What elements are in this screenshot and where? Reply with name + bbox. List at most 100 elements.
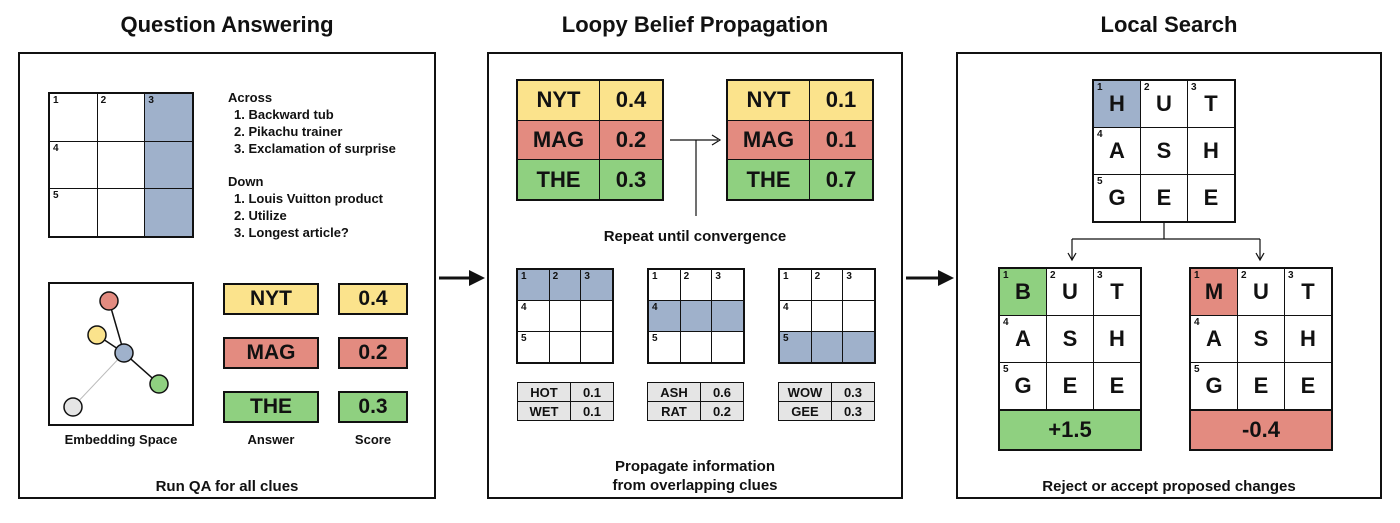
cell-number: 2 [1241, 270, 1247, 281]
across-clue: 2. Pikachu trainer [234, 124, 343, 139]
cell-letter: S [1156, 138, 1172, 163]
grid-cell: 1 [649, 270, 680, 300]
candidate-table-2: ASH 0.6 RAT 0.2 [647, 382, 744, 421]
embedding-node-gray [63, 397, 83, 417]
grid-cell: S [1141, 128, 1187, 174]
belief-table-after: NYT 0.1 MAG 0.1 THE 0.7 [726, 79, 874, 201]
cell-number: 1 [783, 271, 789, 282]
grid-cell: H [1285, 316, 1331, 362]
grid-cell: 5 [649, 332, 680, 362]
candidate-score: 0.1 [571, 402, 613, 420]
ls-caption: Reject or accept proposed changes [1042, 478, 1296, 495]
grid-cell: 3 [712, 270, 743, 300]
grid-cell: 2 [97, 94, 145, 141]
grid-cell-highlighted: 2 [549, 270, 581, 300]
grid-cell: 1 [780, 270, 811, 300]
repeat-label: Repeat until convergence [603, 228, 787, 245]
candidate-score: 0.3 [832, 402, 874, 420]
cell-number: 1 [521, 271, 527, 282]
embedding-node-yellow [87, 325, 107, 345]
grid-cell-highlighted [811, 332, 843, 362]
answer-column-label: Answer [247, 432, 295, 447]
cell-number: 1 [1097, 82, 1103, 93]
cell-letter: H [1203, 138, 1219, 163]
cell-number: 3 [1097, 270, 1103, 281]
cell-number: 3 [846, 271, 852, 282]
candidate-table-3: WOW 0.3 GEE 0.3 [778, 382, 875, 421]
embedding-space-label: Embedding Space [64, 432, 178, 447]
belief-word: THE [518, 160, 599, 199]
grid-cell-highlighted [145, 141, 192, 189]
belief-score: 0.1 [810, 81, 872, 120]
candidate-score: 0.3 [832, 383, 874, 401]
cell-letter: E [1253, 373, 1269, 398]
qa-title: Question Answering [120, 12, 334, 37]
candidate-word: ASH [648, 383, 700, 401]
cell-letter: B [1015, 279, 1031, 304]
cell-number: 1 [1003, 270, 1009, 281]
across-clue: 1. Backward tub [234, 107, 334, 122]
cell-letter: A [1206, 326, 1222, 351]
grid-cell: 5 [50, 189, 97, 236]
cell-number: 5 [1194, 364, 1200, 375]
cell-number: 5 [783, 333, 789, 344]
grid-cell-highlighted [680, 301, 712, 331]
cell-letter: G [1205, 373, 1223, 398]
grid-cell: 2 [811, 270, 843, 300]
cell-number: 3 [1191, 82, 1197, 93]
proposal-score-positive: +1.5 [998, 409, 1142, 451]
cell-number: 2 [814, 271, 821, 282]
grid-cell [581, 332, 612, 362]
cell-number: 1 [652, 271, 658, 282]
grid-cell [581, 301, 612, 331]
grid-cell-highlighted: 3 [145, 94, 192, 141]
arrow-right-icon [439, 270, 485, 286]
grid-cell [712, 332, 743, 362]
grid-cell: H [1094, 316, 1140, 362]
candidate-score: 0.1 [571, 383, 613, 401]
cell-letter: A [1015, 326, 1031, 351]
belief-word: MAG [728, 120, 809, 160]
grid-cell: E [1188, 175, 1234, 221]
candidate-score: 0.6 [701, 383, 743, 401]
across-heading: Across [228, 90, 273, 105]
belief-score: 0.4 [600, 81, 662, 120]
cell-number: 4 [783, 302, 789, 313]
cell-number: 2 [1050, 270, 1056, 281]
cell-number: 4 [1194, 317, 1200, 328]
belief-score: 0.3 [600, 160, 662, 199]
qa-panel: 1 2 3 4 5 Across 1. Backward tub 2. Pika… [18, 52, 436, 499]
candidate-word: GEE [779, 402, 831, 420]
down-clue: 1. Louis Vuitton product [234, 191, 384, 206]
grid-cell [680, 332, 712, 362]
mini-grid-row1: 1 2 3 4 5 [516, 268, 614, 364]
grid-cell: E [1238, 363, 1284, 409]
belief-word: MAG [518, 120, 599, 160]
belief-word: NYT [518, 81, 599, 120]
grid-cell-highlighted: 3 [581, 270, 612, 300]
embedding-node-blue [114, 343, 134, 363]
cell-letter: A [1109, 138, 1125, 163]
cell-letter: E [1156, 185, 1172, 210]
candidate-word: WOW [779, 383, 831, 401]
grid-cell: H [1188, 128, 1234, 174]
down-heading: Down [228, 174, 264, 189]
lbp-panel: NYT 0.4 MAG 0.2 THE 0.3 NYT 0.1 MAG 0.1 … [487, 52, 903, 499]
cell-number: 1 [53, 95, 59, 106]
embedding-space-box [48, 282, 194, 426]
cell-letter: E [1109, 373, 1125, 398]
cell-letter: G [1014, 373, 1032, 398]
cell-number: 5 [521, 333, 527, 344]
cell-letter: T [1301, 279, 1315, 304]
cell-letter: G [1108, 185, 1126, 210]
cell-number: 4 [1097, 129, 1103, 140]
